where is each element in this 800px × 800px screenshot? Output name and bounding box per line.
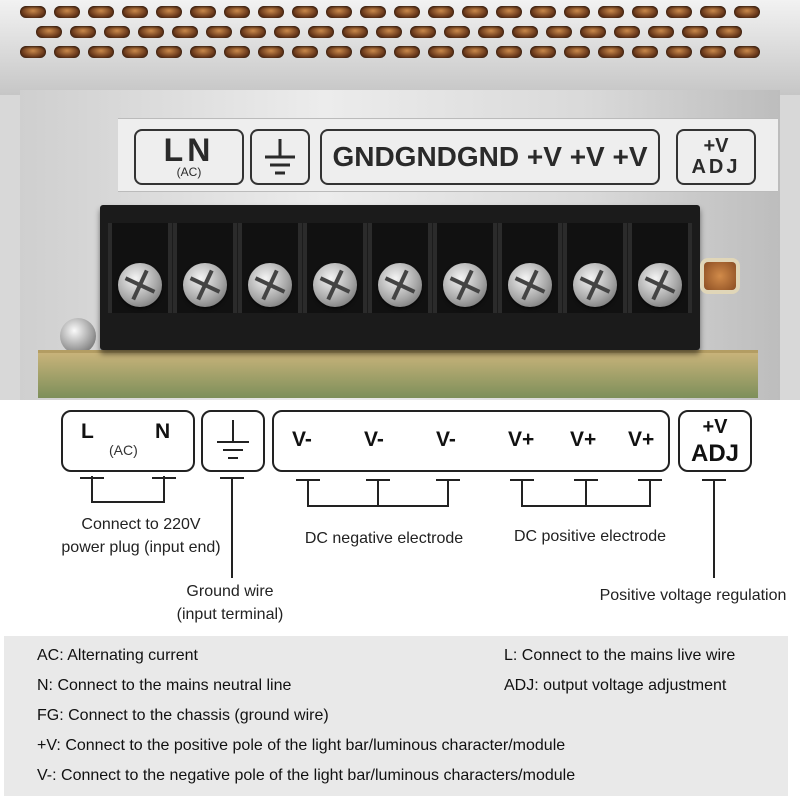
label-l: L [81,420,94,443]
ground-icon [265,139,295,175]
plate-adj: +V ADJ [676,129,756,185]
plate-adj-top: +V [703,135,729,157]
terminal-block [100,205,700,350]
output-v-minus-1: V- [292,428,312,451]
legend-panel: AC: Alternating current L: Connect to th… [4,636,788,796]
screw-icon [313,263,357,307]
plate-outputs: GNDGNDGND +V +V +V [320,129,660,185]
ground-description-line2: (input terminal) [176,606,284,623]
vent-row [20,46,780,60]
legend-ac: AC: Alternating current [37,647,198,664]
plate-ground [250,129,310,185]
terminal-gnd-2 [368,223,432,313]
plate-adj-bottom: ADJ [691,156,741,178]
adj-label: ADJ [690,440,739,467]
ln-description-line1: Connect to 220V [81,516,201,533]
terminal-n [173,223,237,313]
screw-icon [248,263,292,307]
output-v-minus-3: V- [436,428,456,451]
terminal-v-plus-2 [563,223,627,313]
plate-ln: LN (AC) [134,129,244,185]
ground-description-line1: Ground wire [186,583,274,600]
positive-description: DC positive electrode [513,528,667,545]
output-v-plus-2: V+ [570,428,597,451]
terminal-gnd-3 [433,223,497,313]
screw-icon [183,263,227,307]
plate-ac-text: (AC) [176,165,202,179]
plate-outputs-text: GNDGNDGND +V +V +V [332,141,648,172]
vent-row [36,26,780,40]
ground-icon [217,420,249,459]
legend-adj: ADJ: output voltage adjustment [504,677,727,694]
power-supply-photo: LN (AC) GNDGNDGND +V +V +V +V ADJ [0,0,800,400]
terminal-l [108,223,172,313]
screw-icon [508,263,552,307]
label-ac: (AC) [109,442,138,458]
screw-icon [573,263,617,307]
legend-l: L: Connect to the mains live wire [504,647,736,664]
ln-bracket [91,476,165,503]
screw-icon [443,263,487,307]
chassis-screw [60,318,96,354]
ground-terminal-box [201,410,265,472]
output-v-plus-1: V+ [508,428,535,451]
terminal-gnd-1 [303,223,367,313]
ground-description: Ground wire (input terminal) [150,580,310,626]
negative-description: DC negative electrode [304,530,464,547]
ln-terminal-box: L N (AC) [61,410,195,472]
screw-icon [378,263,422,307]
legend-minus-v: V-: Connect to the negative pole of the … [37,767,576,784]
legend-plus-v: +V: Connect to the positive pole of the … [37,737,566,754]
label-n: N [155,420,171,443]
terminal-label-strip: LN (AC) GNDGNDGND +V +V +V +V ADJ [118,118,778,192]
ln-description-line2: power plug (input end) [61,539,221,556]
adj-terminal-box: +V ADJ [678,410,752,472]
screw-icon [118,263,162,307]
output-terminal-box: V- V- V- V+ V+ V+ [272,410,670,472]
terminal-ground [238,223,302,313]
legend-n: N: Connect to the mains neutral line [37,677,292,694]
output-v-plus-3: V+ [628,428,655,451]
terminal-v-plus-1 [498,223,562,313]
adjustment-potentiometer [704,262,736,290]
circuit-board [38,350,758,398]
screw-icon [638,263,682,307]
adj-description: Positive voltage regulation [599,587,787,604]
ln-description: Connect to 220V power plug (input end) [36,513,246,559]
case-top-vents [0,0,800,95]
output-v-minus-2: V- [364,428,384,451]
legend-fg: FG: Connect to the chassis (ground wire) [37,707,329,724]
terminal-v-plus-3 [628,223,692,313]
plate-ln-text: LN [163,132,215,168]
adj-plus-v: +V [702,416,728,438]
vent-row [20,6,780,20]
connector-lines [80,476,726,578]
